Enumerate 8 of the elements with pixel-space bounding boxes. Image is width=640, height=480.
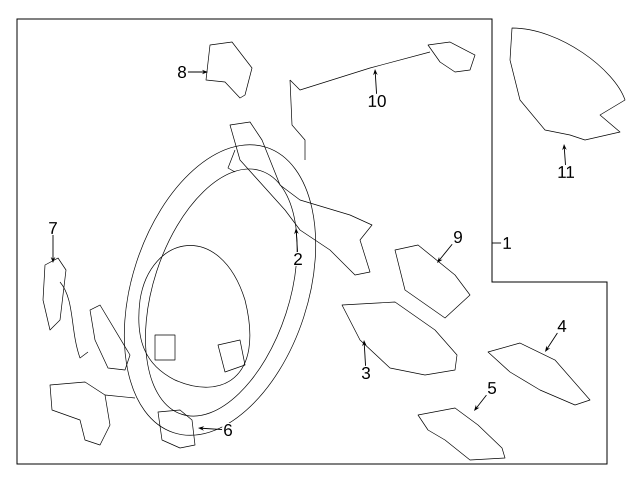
callout-number: 11 — [556, 165, 576, 179]
callout-number: 10 — [366, 94, 388, 108]
callout-number: 2 — [292, 252, 304, 266]
callout-number: 5 — [486, 381, 498, 395]
callout-number: 1 — [501, 236, 513, 250]
callout-number: 4 — [556, 319, 568, 333]
callout-number: 7 — [47, 221, 59, 235]
leader-line — [492, 242, 502, 244]
